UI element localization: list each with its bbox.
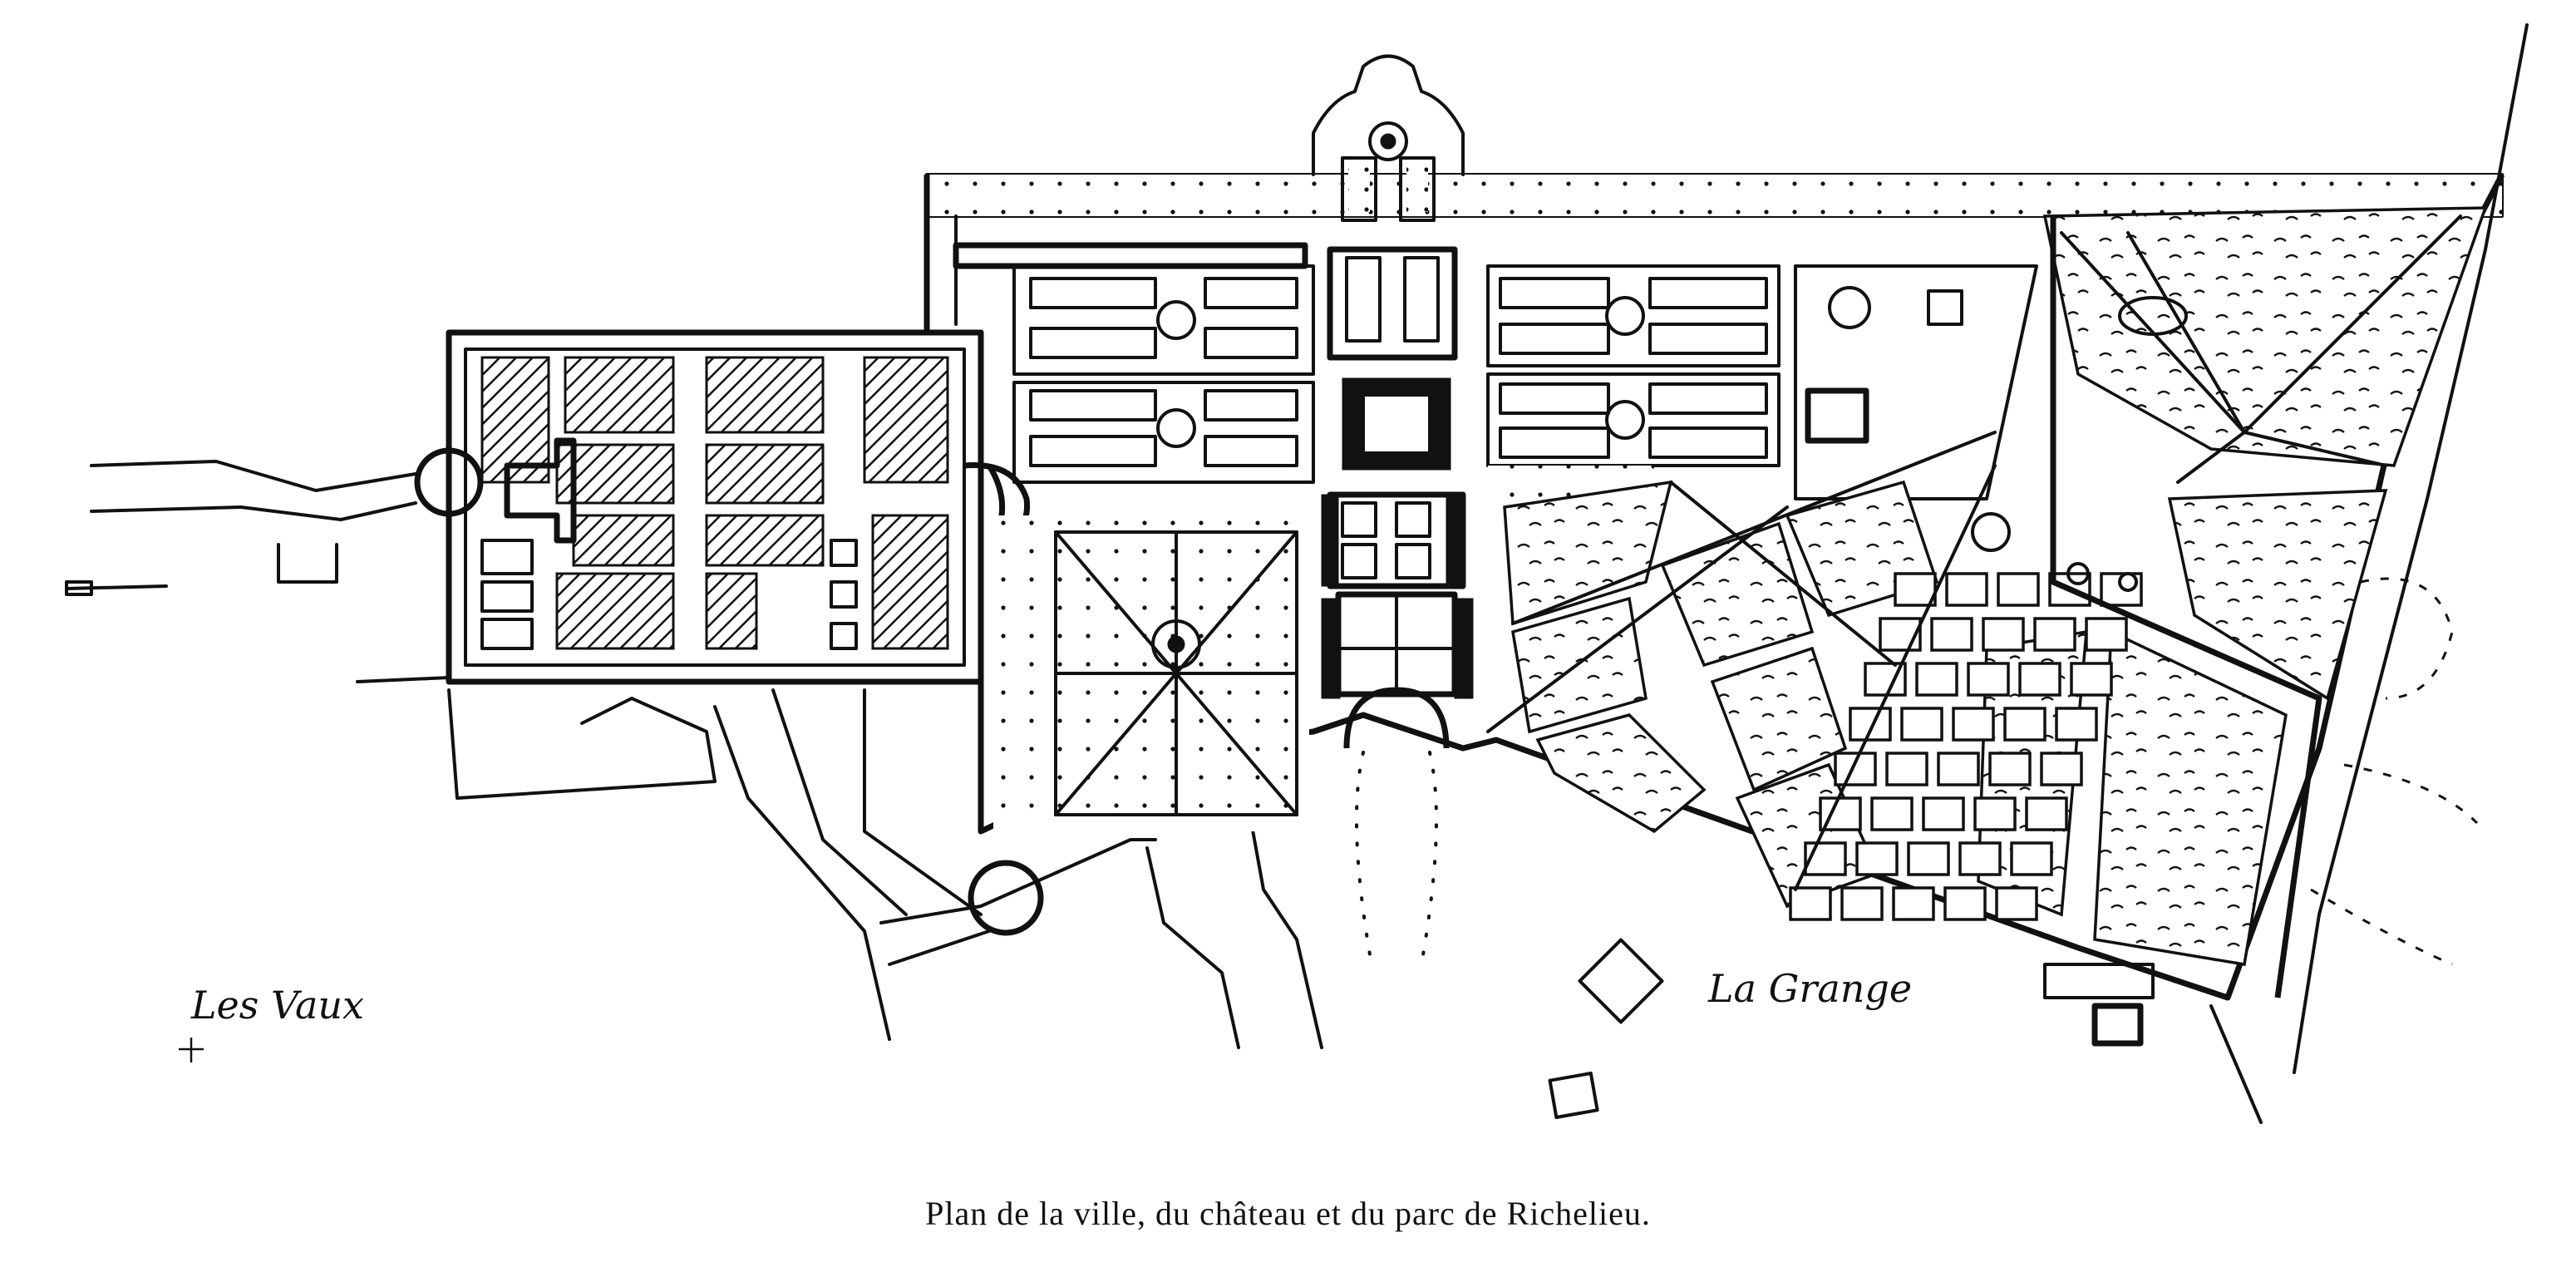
cross-mark: [179, 1038, 204, 1062]
orchard-plot: [2025, 796, 2068, 831]
orchard-plot: [1915, 662, 1958, 697]
orchard-plot: [1834, 752, 1877, 786]
orchard-plot: [1894, 572, 1937, 607]
orchard-plot: [1930, 617, 1973, 652]
west-roads: [65, 460, 451, 683]
orchard-plot: [1879, 617, 1922, 652]
chateau: [1321, 246, 1474, 966]
orchard-plot: [1789, 886, 1832, 921]
orchard-plot: [1804, 841, 1847, 876]
orchard-plot: [2010, 841, 2053, 876]
orchard-plot: [1870, 796, 1914, 831]
orchard-plot: [1892, 886, 1935, 921]
orchard-plot: [1973, 796, 2017, 831]
north-gateway: [1312, 54, 1465, 222]
orchard-plot: [2033, 617, 2076, 652]
orchard-plot: [2003, 707, 2047, 742]
orchard-plot: [1988, 752, 2032, 786]
canal-north: [953, 242, 1308, 269]
town-block: [414, 329, 984, 685]
orchard-plot: [1995, 886, 2038, 921]
orchard-plot: [2070, 662, 2113, 697]
town-south-streets: [447, 688, 1323, 1049]
orchard-grid: [1789, 572, 2143, 921]
orchard-plot: [1982, 617, 2025, 652]
orchard-plot: [1885, 752, 1928, 786]
label-la-grange: La Grange: [1707, 966, 1912, 1011]
parterres: [993, 264, 1315, 831]
east-park-alleys: [1486, 214, 2462, 998]
orchard-plot: [1900, 707, 1943, 742]
orchard-plot: [1849, 707, 1892, 742]
orchard-plot: [1907, 841, 1950, 876]
east-parterres: [1486, 264, 2038, 500]
orchard-plot: [1952, 707, 1995, 742]
label-les-vaux: Les Vaux: [190, 983, 364, 1028]
orchard-plot: [1945, 572, 1988, 607]
map-caption: Plan de la ville, du château et du parc …: [925, 1195, 1651, 1232]
orchard-plot: [2055, 707, 2098, 742]
orchard-plot: [1997, 572, 2040, 607]
orchard-plot: [1840, 886, 1884, 921]
orchard-plot: [1855, 841, 1899, 876]
orchard-plot: [1943, 886, 1987, 921]
orchard-plot: [1958, 841, 2002, 876]
orchard-plot: [2085, 617, 2128, 652]
orchard-plot: [1967, 662, 2010, 697]
orchard-plot: [2018, 662, 2061, 697]
orchard-plot: [1922, 796, 1965, 831]
orchard-plot: [1937, 752, 1980, 786]
east-exterior: [1548, 23, 2529, 1124]
orchard-plot: [2040, 752, 2083, 786]
